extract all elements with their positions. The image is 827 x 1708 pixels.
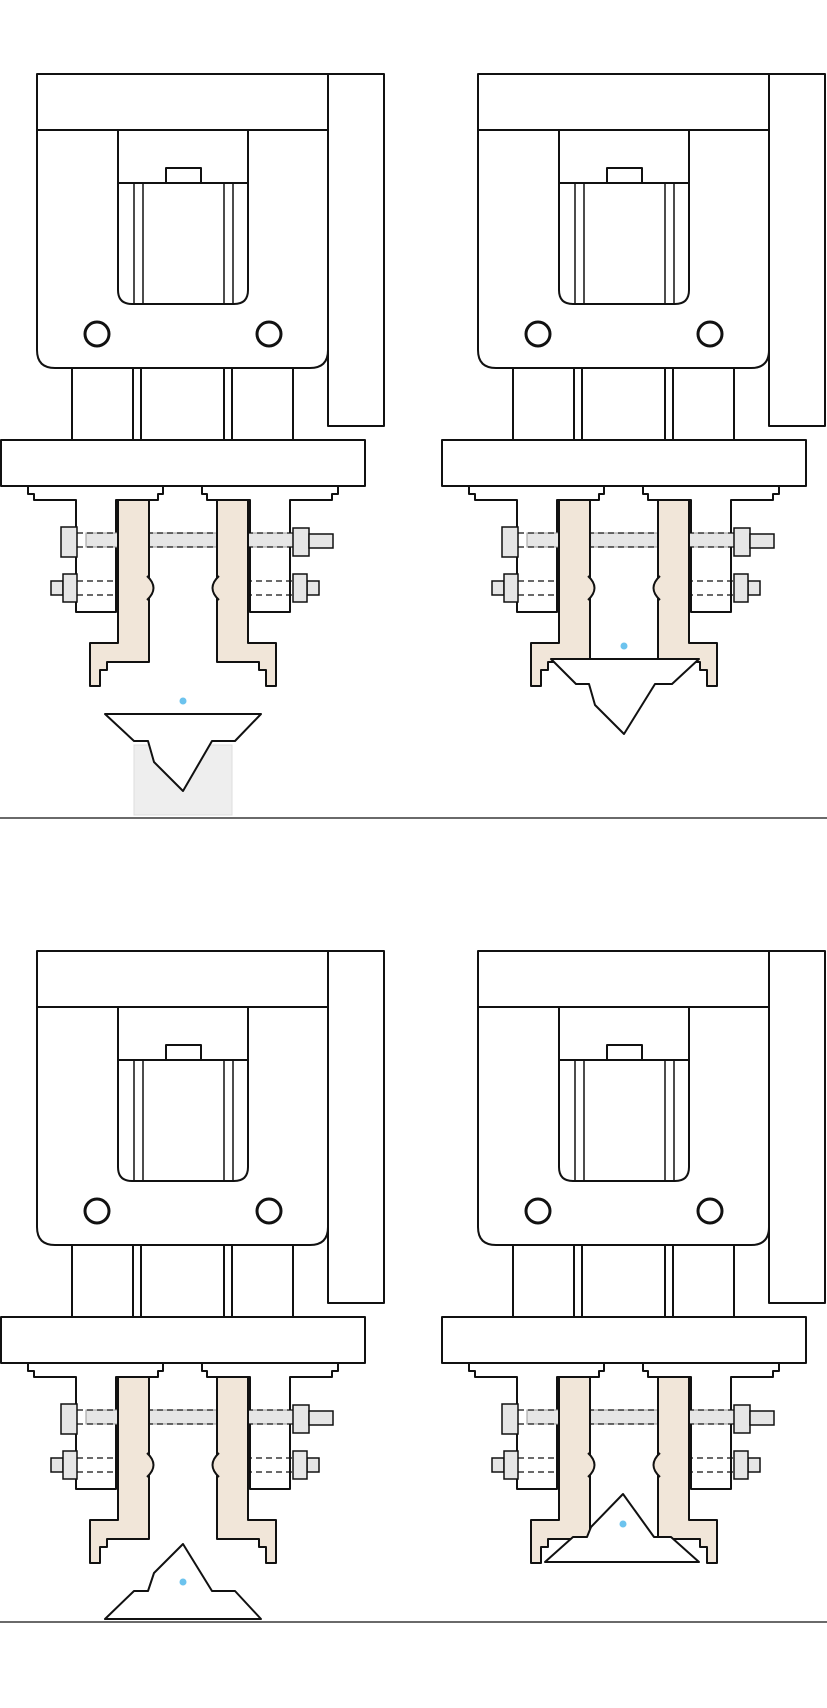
bolt-icon bbox=[306, 1457, 320, 1473]
linear-rail bbox=[441, 439, 807, 487]
side-plate bbox=[768, 73, 826, 427]
stepper-motor-icon bbox=[558, 129, 690, 305]
side-plate bbox=[327, 950, 385, 1304]
linear-rail bbox=[0, 439, 366, 487]
finger-bump bbox=[652, 1452, 661, 1478]
bolt-nut bbox=[292, 527, 310, 557]
motor-shaft-key bbox=[165, 167, 202, 184]
side-plate bbox=[768, 950, 826, 1304]
top-bar bbox=[36, 950, 329, 1008]
mount-hole-icon bbox=[255, 1197, 283, 1225]
finger-bump bbox=[211, 1452, 220, 1478]
right-carriage bbox=[201, 486, 339, 613]
motor-shaft-key bbox=[606, 167, 643, 184]
bolt-nut bbox=[292, 1404, 310, 1434]
bolt-tip bbox=[308, 533, 334, 549]
mount-hole-icon bbox=[696, 320, 724, 348]
bolt-icon bbox=[747, 1457, 761, 1473]
finger-bump bbox=[146, 575, 155, 601]
bolt-head bbox=[733, 573, 749, 603]
bolt-tip bbox=[749, 1410, 775, 1426]
bolt-icon bbox=[50, 1457, 64, 1473]
bolt-icon bbox=[50, 580, 64, 596]
mount-hole-icon bbox=[83, 1197, 111, 1225]
finger-bump bbox=[652, 575, 661, 601]
bolt-head bbox=[62, 1450, 78, 1480]
motor-housing bbox=[36, 129, 329, 369]
gripper-finger-icon bbox=[530, 1376, 591, 1564]
finger-bump bbox=[587, 575, 596, 601]
finger-bump bbox=[211, 575, 220, 601]
gripper-finger-icon bbox=[216, 1376, 277, 1564]
motor-housing bbox=[477, 1006, 770, 1246]
left-carriage bbox=[27, 1363, 164, 1490]
gripper-finger-icon bbox=[530, 499, 591, 687]
stepper-motor-icon bbox=[117, 1006, 249, 1182]
sensor-dot-icon bbox=[179, 1578, 187, 1586]
bolt-head bbox=[503, 1450, 519, 1480]
mount-hole-icon bbox=[696, 1197, 724, 1225]
left-carriage bbox=[468, 1363, 605, 1490]
motor-shaft-key bbox=[606, 1044, 643, 1061]
workpiece bbox=[550, 658, 700, 735]
mount-hole-icon bbox=[524, 1197, 552, 1225]
panel-open-part-up bbox=[0, 950, 385, 1620]
top-bar bbox=[477, 950, 770, 1008]
bolt-head bbox=[292, 573, 308, 603]
motor-shaft-key bbox=[165, 1044, 202, 1061]
bolt-nut bbox=[733, 1404, 751, 1434]
linear-rail bbox=[0, 1316, 366, 1364]
sensor-dot-icon bbox=[619, 1520, 627, 1528]
right-carriage bbox=[201, 1363, 339, 1490]
gripper-finger-icon bbox=[89, 1376, 150, 1564]
side-plate bbox=[327, 73, 385, 427]
mount-hole-icon bbox=[83, 320, 111, 348]
panel-gripped-part bbox=[441, 73, 826, 735]
finger-bump bbox=[587, 1452, 596, 1478]
sensor-dot-icon bbox=[620, 642, 628, 650]
top-bar bbox=[36, 73, 329, 131]
left-carriage bbox=[468, 486, 605, 613]
panel-open-part-below bbox=[0, 73, 385, 816]
bolt-head bbox=[733, 1450, 749, 1480]
stepper-motor-icon bbox=[117, 129, 249, 305]
workpiece bbox=[104, 713, 262, 792]
bolt-icon bbox=[306, 580, 320, 596]
bolt-head bbox=[503, 573, 519, 603]
bolt-tip bbox=[749, 533, 775, 549]
mount-hole-icon bbox=[255, 320, 283, 348]
bolt-head bbox=[292, 1450, 308, 1480]
stepper-motor-icon bbox=[558, 1006, 690, 1182]
sensor-dot-icon bbox=[179, 697, 187, 705]
bolt-head bbox=[60, 526, 78, 558]
workpiece bbox=[544, 1493, 700, 1563]
bolt-head bbox=[60, 1403, 78, 1435]
right-carriage bbox=[642, 486, 780, 613]
motor-housing bbox=[477, 129, 770, 369]
bolt-tip bbox=[308, 1410, 334, 1426]
panel-gripped-part-up bbox=[441, 950, 826, 1564]
gripper-finger-icon bbox=[657, 1376, 718, 1564]
top-bar bbox=[477, 73, 770, 131]
bolt-nut bbox=[733, 527, 751, 557]
bolt-head bbox=[501, 526, 519, 558]
right-carriage bbox=[642, 1363, 780, 1490]
bolt-head bbox=[501, 1403, 519, 1435]
bolt-icon bbox=[491, 1457, 505, 1473]
linear-rail bbox=[441, 1316, 807, 1364]
bolt-icon bbox=[491, 580, 505, 596]
gripper-finger-icon bbox=[216, 499, 277, 687]
finger-bump bbox=[146, 1452, 155, 1478]
motor-housing bbox=[36, 1006, 329, 1246]
mount-hole-icon bbox=[524, 320, 552, 348]
bolt-head bbox=[62, 573, 78, 603]
left-carriage bbox=[27, 486, 164, 613]
gripper-finger-icon bbox=[89, 499, 150, 687]
bolt-icon bbox=[747, 580, 761, 596]
